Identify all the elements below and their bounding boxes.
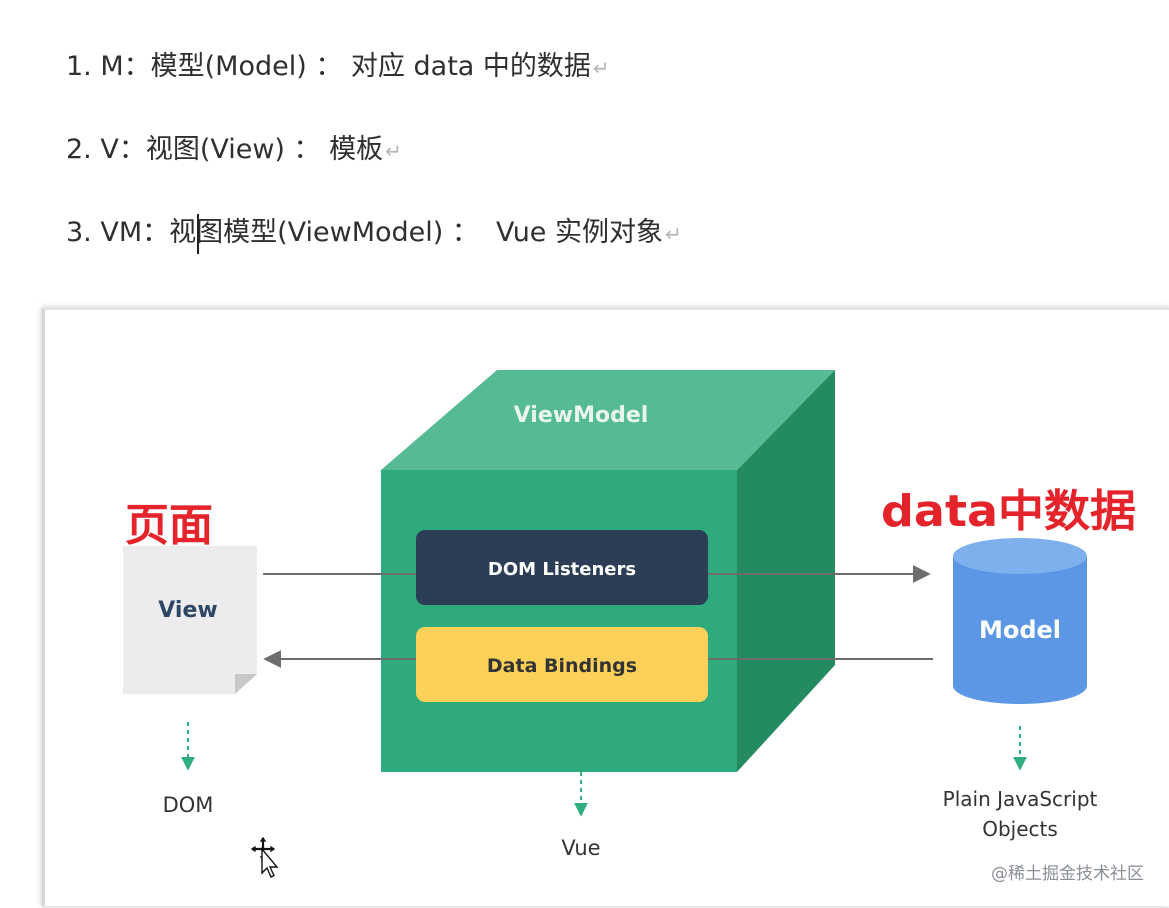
data-bindings-label: Data Bindings: [487, 655, 637, 677]
view-document-sheet: [123, 546, 257, 694]
model-label: Model: [979, 616, 1061, 644]
note-view-text: 2. V：视图(View) ： 模板: [66, 134, 384, 165]
text-caret: [197, 214, 199, 254]
note-view: 2. V：视图(View) ： 模板↵: [66, 136, 402, 163]
mvvm-diagram: ViewModel DOM Listeners Data Bindings Vi…: [123, 370, 1136, 878]
view-document: View: [123, 546, 257, 694]
model-cylinder-bottom: [953, 668, 1087, 704]
dom-listeners-box: [416, 530, 708, 605]
view-document-fold: [235, 674, 257, 694]
cube-side-face: [737, 370, 835, 772]
model-database: Model: [953, 538, 1087, 704]
plain-objects-label-line1: Plain JavaScript: [943, 787, 1098, 811]
dom-listeners-label: DOM Listeners: [488, 559, 636, 580]
page-annotation: 页面: [125, 500, 213, 551]
return-mark-icon: ↵: [592, 56, 610, 80]
watermark: @稀土掘金技术社区: [991, 864, 1144, 884]
model-cylinder-top: [953, 538, 1087, 574]
model-cylinder-body: [953, 556, 1087, 686]
cube-front-face: [381, 470, 737, 772]
dom-label: DOM: [163, 793, 214, 817]
note-viewmodel: 3. VM：视图模型(ViewModel) ： Vue 实例对象↵: [66, 219, 682, 246]
data-bindings-box: [416, 627, 708, 702]
plain-objects-label-line2: Objects: [982, 817, 1058, 841]
note-model: 1. M：模型(Model) ： 对应 data 中的数据↵: [66, 53, 610, 80]
note-viewmodel-text: 3. VM：视图模型(ViewModel) ： Vue 实例对象: [66, 217, 664, 248]
vue-label: Vue: [561, 836, 600, 860]
view-label: View: [158, 598, 217, 623]
viewmodel-label: ViewModel: [514, 403, 649, 428]
data-annotation: data中数据: [881, 486, 1136, 537]
return-mark-icon: ↵: [665, 222, 682, 246]
cube-top-face: [381, 370, 835, 470]
return-mark-icon: ↵: [385, 139, 402, 163]
note-model-text: 1. M：模型(Model) ： 对应 data 中的数据: [66, 51, 591, 82]
mvvm-diagram-panel: ViewModel DOM Listeners Data Bindings Vi…: [42, 308, 1169, 906]
viewmodel-cube: ViewModel: [381, 370, 835, 772]
move-cursor-icon: [249, 835, 279, 878]
